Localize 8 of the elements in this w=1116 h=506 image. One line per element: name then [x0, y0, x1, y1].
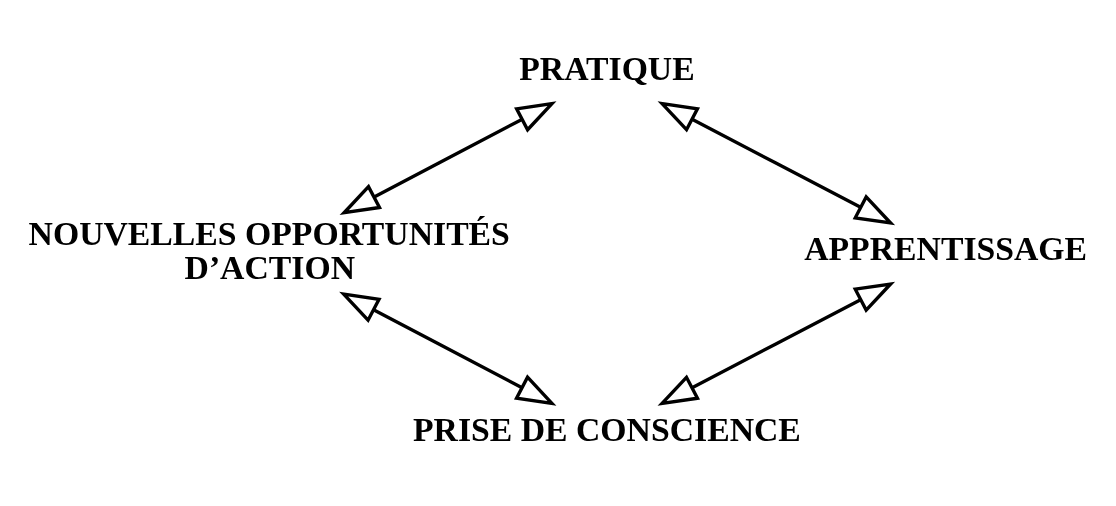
- node-text: PRISE DE CONSCIENCE: [413, 410, 801, 448]
- node-text: APPRENTISSAGE: [804, 229, 1088, 267]
- node-text: NOUVELLES OPPORTUNITÉS D’ACTION: [28, 214, 510, 286]
- node-text: PRATIQUE: [519, 49, 695, 87]
- arrow: [657, 100, 896, 225]
- arrow: [657, 281, 896, 406]
- arrow: [339, 291, 557, 406]
- arrow: [339, 100, 557, 215]
